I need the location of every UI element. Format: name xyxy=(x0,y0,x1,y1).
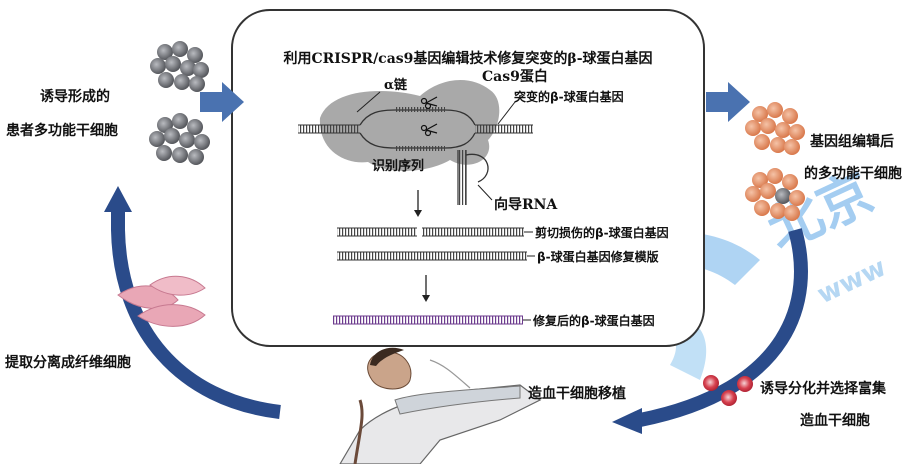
box-title: 利用CRISPR/cas9基因编辑技术修复突变的β-球蛋白基因 xyxy=(283,50,652,67)
scissors-icon xyxy=(420,96,438,110)
cycle-arrow-right xyxy=(612,228,808,434)
repair-template-label: β-球蛋白基因修复模版 xyxy=(537,249,659,264)
crispr-process-box xyxy=(231,9,705,347)
edited-stem-cells xyxy=(745,102,805,155)
cycle-arrow-left xyxy=(104,186,281,419)
recognition-seq-label: 识别序列 xyxy=(372,158,424,174)
watermark-url: www xyxy=(813,253,891,311)
extract-fibroblasts-label: 提取分离成纤维细胞 xyxy=(5,354,131,371)
cut-gene-label: 剪切损伤的β-球蛋白基因 xyxy=(535,225,669,240)
induced-stem-cells-label-2: 患者多功能干细胞 xyxy=(6,122,118,139)
induce-differentiation-label-2: 造血干细胞 xyxy=(800,412,870,429)
down-arrow xyxy=(422,275,430,302)
edited-stem-cells-label-2: 的多功能干细胞 xyxy=(804,165,902,182)
mutant-gene-pointer xyxy=(497,101,516,125)
patient-stem-cells xyxy=(150,41,209,92)
cas9-protein-shape xyxy=(319,79,500,171)
patient-illustration xyxy=(339,347,542,464)
repaired-dna-strand xyxy=(333,315,523,325)
down-arrow xyxy=(414,190,422,217)
arrow-into-box xyxy=(200,82,244,122)
repaired-gene-label: 修复后的β-球蛋白基因 xyxy=(532,313,655,328)
guide-rna-pointer xyxy=(477,184,493,201)
patient-stem-cells xyxy=(149,113,210,165)
alpha-chain-label: α链 xyxy=(384,77,408,93)
hematopoietic-cells xyxy=(703,375,753,406)
cas9-protein-label: Cas9蛋白 xyxy=(482,68,548,85)
induce-differentiation-label-1: 诱导分化并选择富集 xyxy=(760,380,887,397)
fibroblast-cells xyxy=(117,275,206,327)
induced-stem-cells-label-1: 诱导形成的 xyxy=(40,88,110,105)
cut-dna-strand xyxy=(337,227,524,237)
arrow-out-of-box xyxy=(706,82,750,122)
mutant-gene-label: 突变的β-球蛋白基因 xyxy=(514,89,624,104)
scissors-icon xyxy=(420,123,438,137)
guide-rna-shape xyxy=(457,150,489,205)
alpha-chain-pointer xyxy=(356,91,381,113)
edited-stem-cells-label-1: 基因组编辑后 xyxy=(810,133,894,150)
repair-template-strand xyxy=(337,251,527,261)
mutant-dna-strand xyxy=(298,107,533,151)
guide-rna-label: 向导RNA xyxy=(494,196,558,213)
edited-stem-cells xyxy=(745,168,805,221)
transplant-label: 造血干细胞移植 xyxy=(528,385,626,402)
